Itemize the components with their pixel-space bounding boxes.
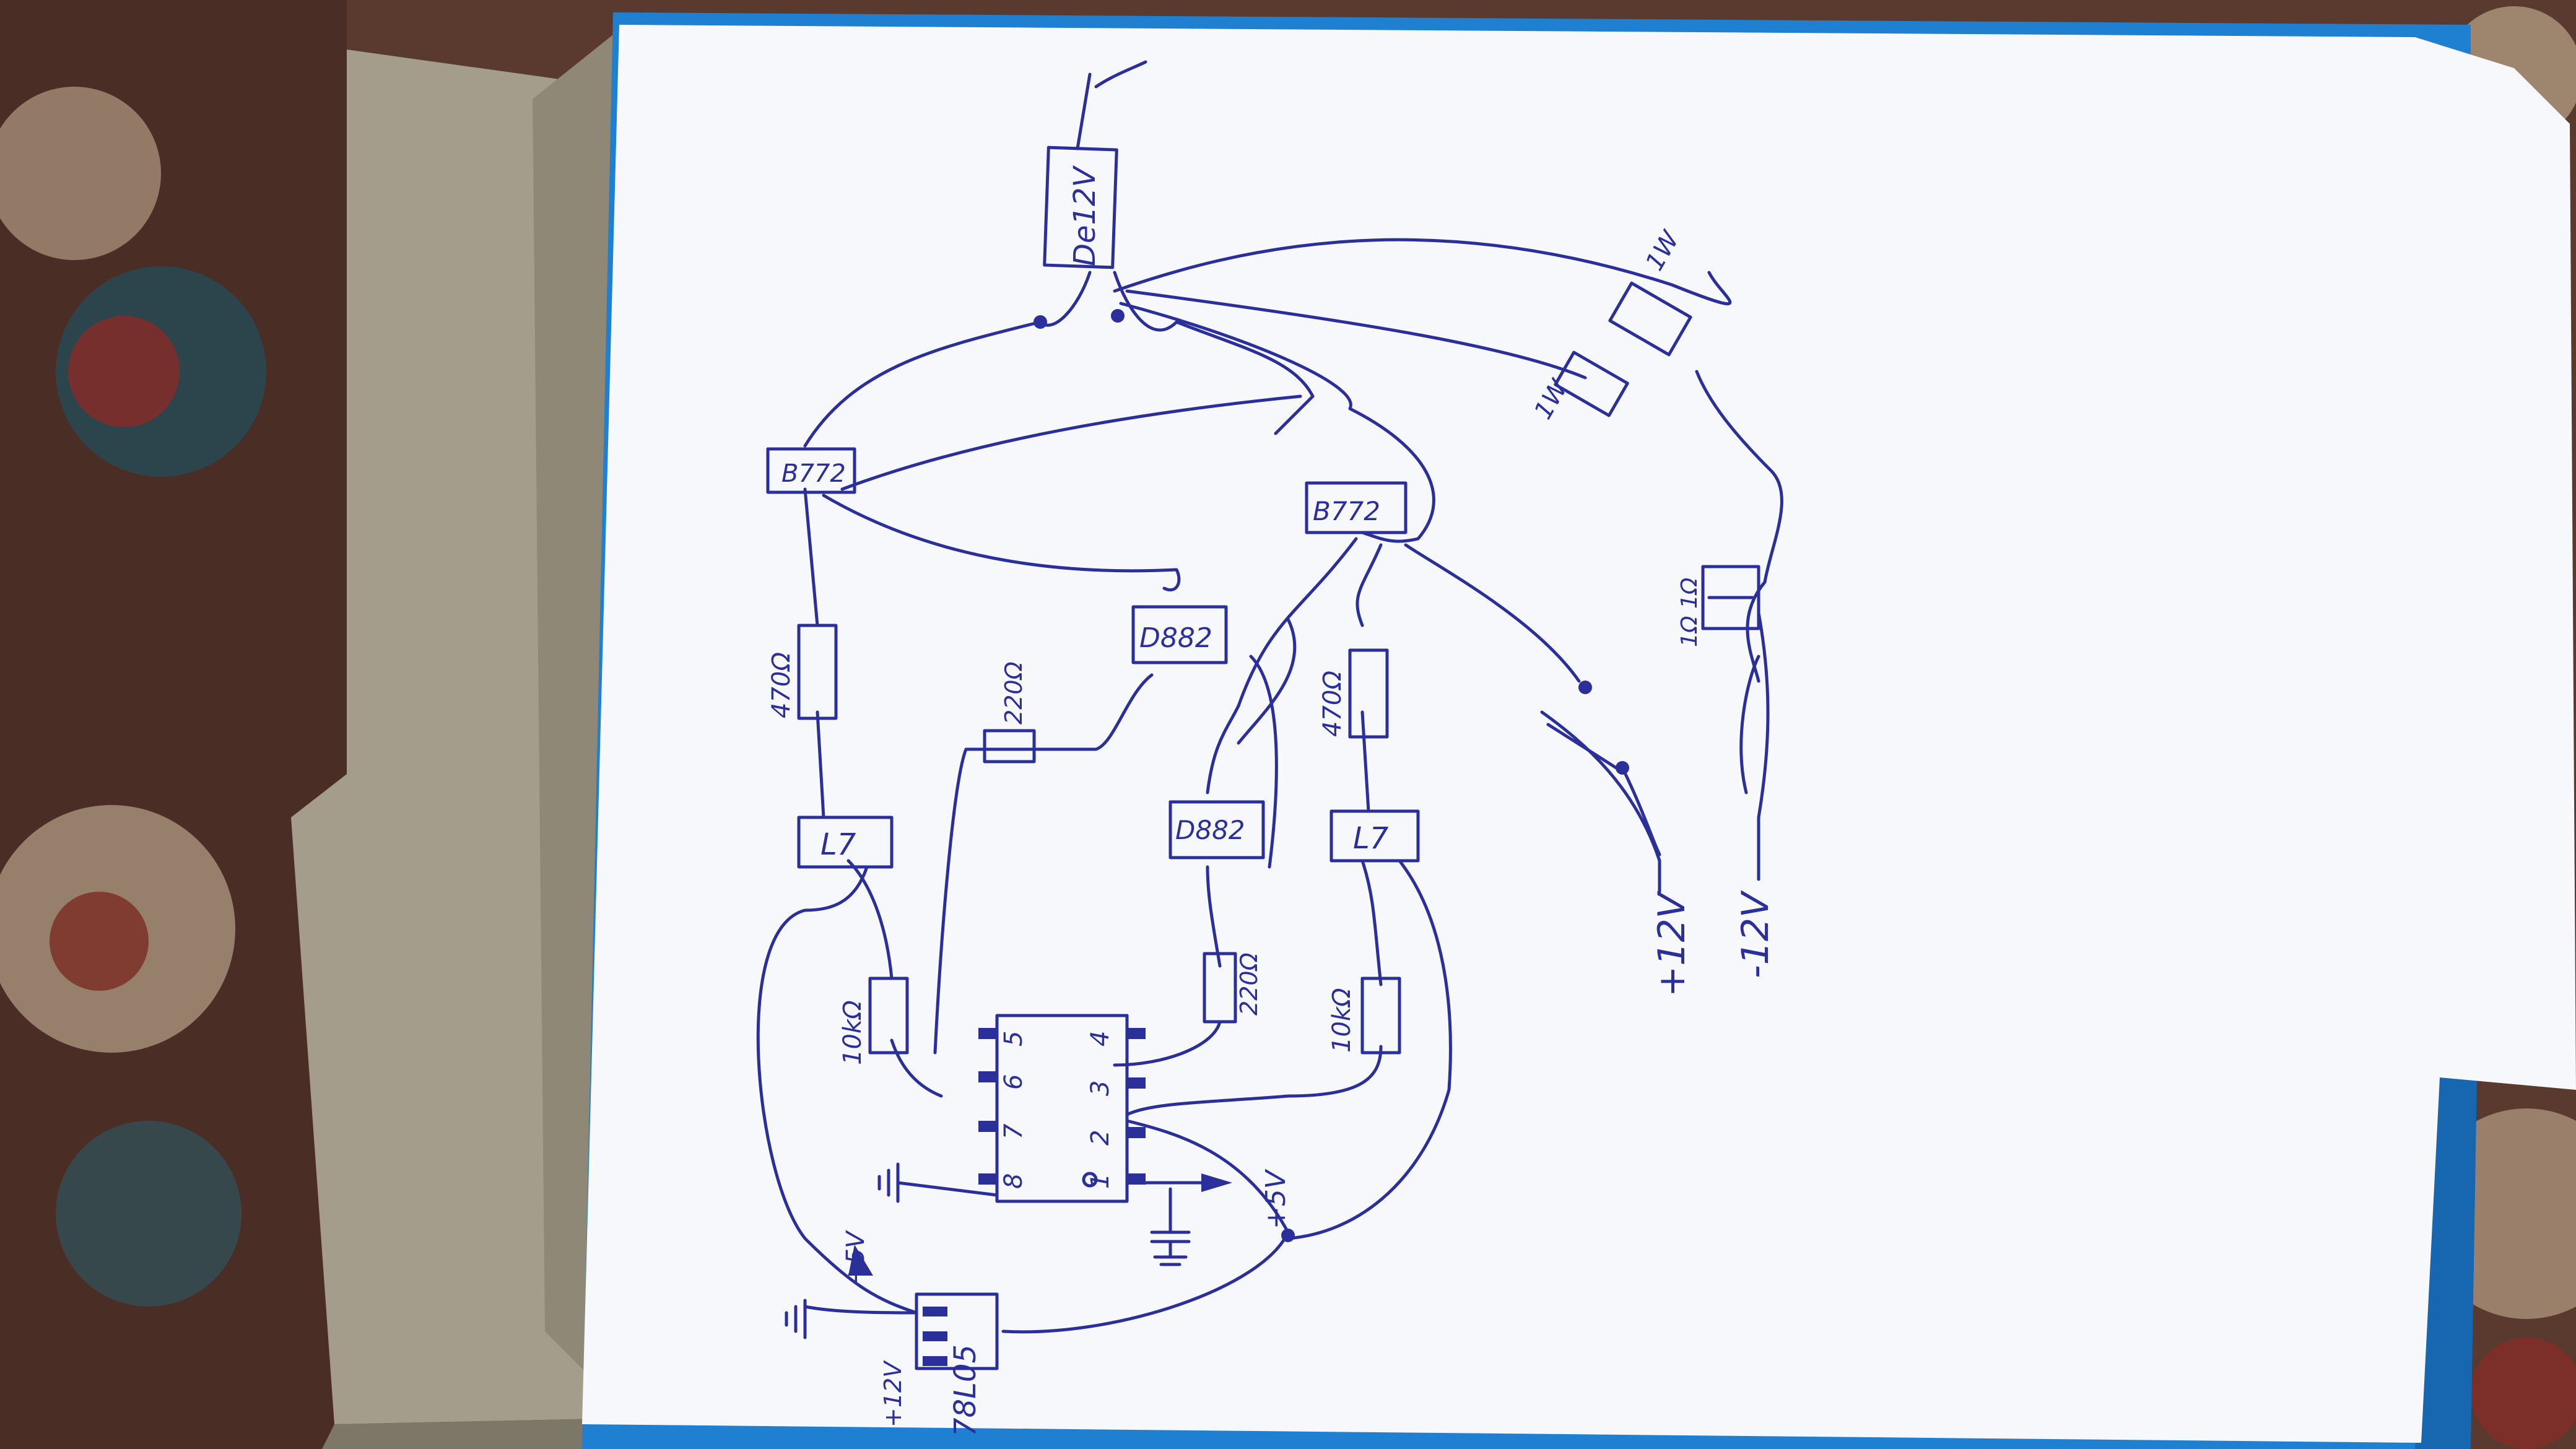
resistor-220-low: 220Ω	[1203, 952, 1263, 1024]
transistor-d882-low: D882	[1168, 800, 1265, 859]
r220-low-label: 220Ω	[1235, 952, 1263, 1016]
resistor-10k-right: 10kΩ	[1328, 977, 1401, 1055]
r220-top-label: 220Ω	[1000, 661, 1027, 724]
plus5-arrow-ic	[1201, 1173, 1232, 1192]
l7-right-label: L7	[1353, 821, 1389, 856]
resistor-1-pair: 1Ω 1Ω	[1677, 565, 1760, 647]
d882-mid-label: D882	[1139, 622, 1212, 654]
pos5-label-b: +5V	[842, 1230, 870, 1285]
ic-pin-1: 1	[1086, 1173, 1115, 1189]
plus5-arrow-78l05	[848, 1245, 873, 1276]
r10k-left-label: 10kΩ	[838, 1000, 867, 1065]
ic-pin-8: 8	[999, 1173, 1028, 1189]
regulator-l7-right: L7	[1329, 809, 1420, 863]
ic-pin-2: 2	[1086, 1130, 1115, 1146]
l7-left-label: L7	[820, 827, 856, 862]
pos12-reg-label: +12V	[879, 1360, 907, 1427]
ic-pin-5: 5	[999, 1031, 1028, 1046]
ground-symbol-ic	[877, 1162, 900, 1203]
regulator-78l05: 78L05	[915, 1292, 999, 1437]
78l05-label: 78L05	[948, 1344, 983, 1437]
r470-right-label: 470Ω	[1318, 671, 1347, 737]
b772-right-label: B772	[1313, 496, 1380, 526]
neg12-label: -12V	[1734, 890, 1777, 978]
ic-pins	[978, 1028, 1146, 1185]
b772-left-label: B772	[781, 459, 846, 488]
pos12-label: +12V	[1650, 890, 1694, 997]
resistor-470-right: 470Ω	[1318, 648, 1389, 739]
ic-pin-4: 4	[1086, 1031, 1115, 1046]
transistor-b772-right: B772	[1305, 481, 1408, 534]
ground-symbol-78l05	[785, 1299, 807, 1339]
transistor-d882-mid: D882	[1131, 605, 1228, 664]
transistor-b772-left: B772	[766, 447, 856, 494]
r1-pair-label: 1Ω 1Ω	[1677, 577, 1702, 647]
wires	[756, 238, 1783, 1334]
resistor-10k-left: 10kΩ	[838, 977, 909, 1065]
pos5-label-a: +5V	[1260, 1168, 1292, 1229]
ic-pin-6: 6	[999, 1074, 1028, 1090]
paper-sheet	[582, 25, 2576, 1443]
d882-low-label: D882	[1175, 815, 1245, 845]
r470-left-label: 470Ω	[767, 652, 796, 718]
switch-symbol	[1546, 681, 1661, 856]
resistor-220-top: 220Ω	[983, 661, 1036, 764]
ic-pin-7: 7	[999, 1123, 1028, 1139]
r10k-right-label: 10kΩ	[1328, 988, 1356, 1053]
resistor-470-left: 470Ω	[767, 624, 838, 720]
speaker-component: De12V	[1043, 60, 1147, 269]
capacitor-symbol	[1150, 1230, 1191, 1266]
speaker-label: De12V	[1068, 165, 1102, 266]
ic-pin-3: 3	[1086, 1081, 1115, 1096]
regulator-l7-left: L7	[797, 816, 894, 869]
circuit-drawing: De12V B772 B772 D882 D882 L7	[756, 60, 1783, 1437]
ic-chip: 5 6 7 8 4 3 2 1	[978, 1014, 1146, 1203]
